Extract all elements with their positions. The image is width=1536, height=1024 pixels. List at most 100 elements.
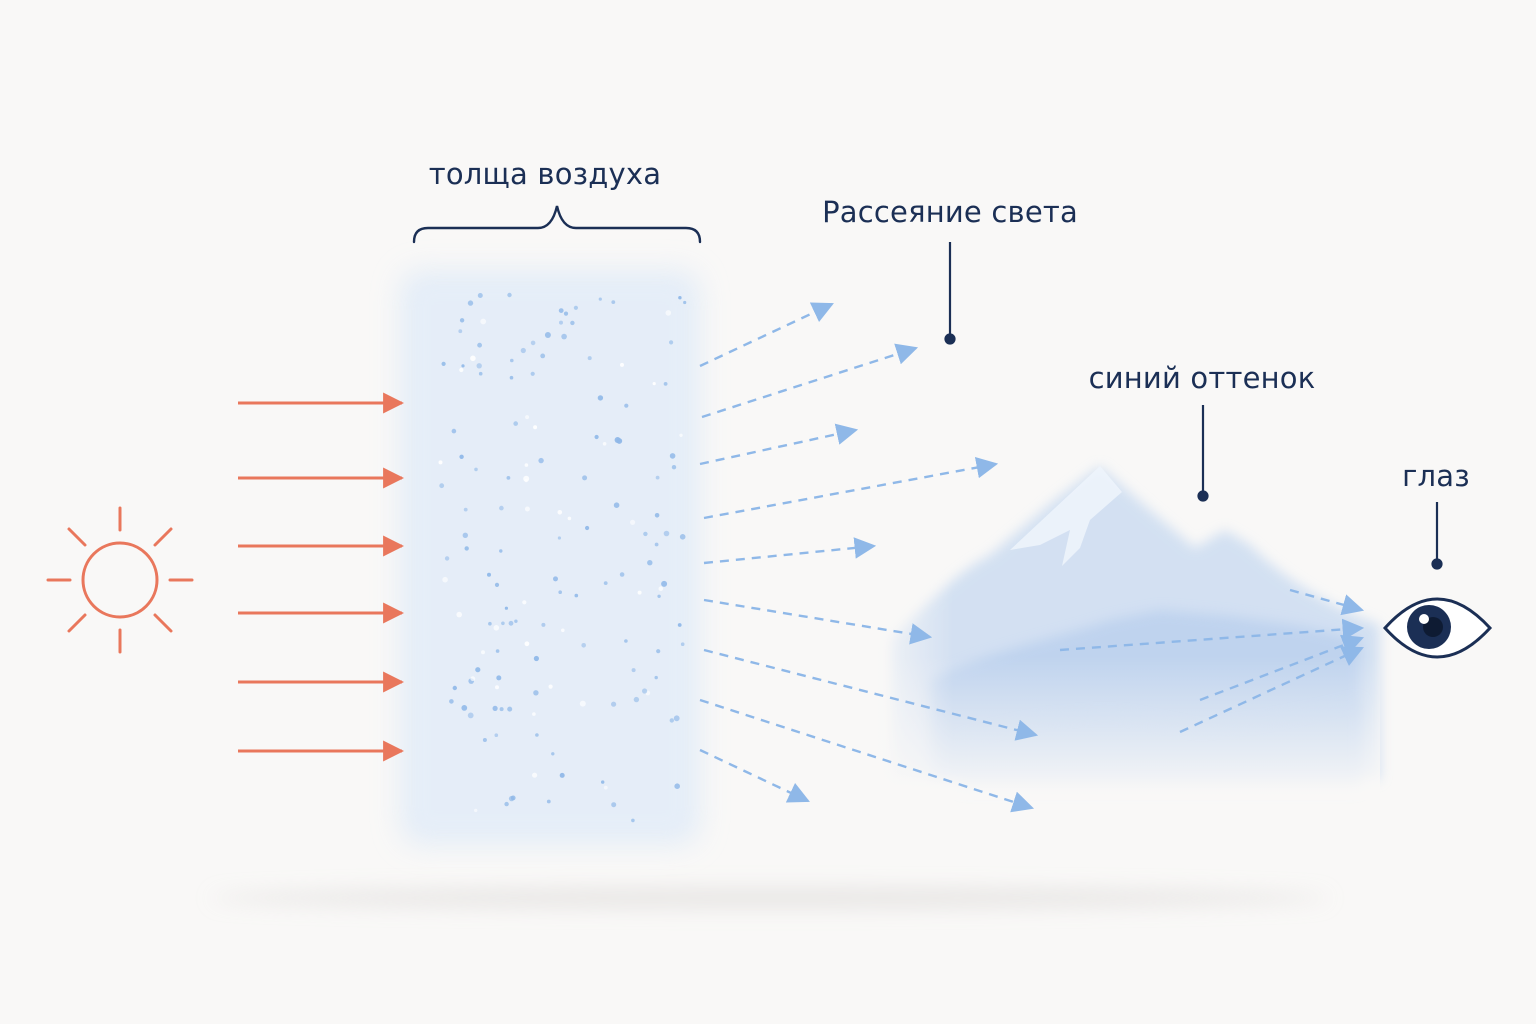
air-particle [643,531,648,537]
air-particle [679,534,686,540]
air-particle [513,421,518,426]
air-particle [514,619,518,623]
air-particle [541,622,546,627]
air-particle [652,382,656,386]
air-particle [478,371,483,376]
air-particle [647,560,653,566]
air-particle [633,696,640,703]
air-thickness-label: толща воздуха [428,157,662,191]
air-particle [504,606,508,610]
air-particle [678,296,682,300]
air-particle [494,582,500,588]
air-particle [508,795,515,802]
air-particle [557,536,562,540]
air-particle [614,437,621,443]
air-particle [444,556,450,561]
air-particle [538,457,544,464]
air-particle [532,772,538,778]
air-particle [611,701,617,707]
air-particle [533,690,539,696]
air-particle [665,310,672,316]
air-particle [570,320,575,326]
air-thickness-bracket [412,205,702,244]
air-particle [507,292,512,298]
air-particle [602,442,607,446]
air-particle [499,505,504,511]
air-particle [524,641,530,647]
air-particle [451,428,457,434]
air-particle [439,483,445,489]
air-particle [598,297,602,301]
eye-icon [1382,597,1493,659]
air-particle [476,363,482,369]
air-particle [559,320,563,325]
air-particle [654,675,658,680]
scatter-leader-dot [944,333,956,345]
air-particle [561,333,567,340]
scattered-light-rays [699,302,1365,813]
blue-tint-label: синий оттенок [1088,361,1316,395]
air-particle [654,542,659,547]
air-particle [524,463,529,467]
scattered-ray [699,302,834,368]
air-particle [459,454,464,459]
air-particle [674,783,680,789]
air-particle [597,395,604,401]
air-particle [611,300,616,304]
air-particle [663,530,670,537]
air-particle [533,425,538,430]
air-particle [683,300,687,305]
air-particle [525,415,530,420]
air-particle [510,358,514,363]
air-particle [611,802,617,808]
air-particle [642,688,648,694]
scattered-ray [699,698,1035,813]
eye-leader-dot [1431,558,1443,570]
air-particle [673,715,680,722]
air-particle [470,676,476,682]
scattered-ray [699,423,859,466]
air-particle [438,460,443,465]
air-particle [594,434,599,440]
scattered-ray [703,537,877,565]
leader-lines [944,242,1443,570]
air-particle [495,685,499,690]
air-particle [499,707,504,712]
air-column [400,270,700,845]
air-particle [581,643,586,648]
scattered-ray-to-eye [1059,618,1365,652]
air-particle [501,621,505,626]
air-particle [506,476,511,480]
air-particle [540,353,546,359]
air-particle [477,293,483,298]
air-particle [574,593,579,598]
air-particle [658,586,664,591]
air-particle [475,667,481,673]
light-scattering-label: Рассеяние света [822,195,1078,229]
air-particle [544,332,551,338]
air-particle [558,590,562,594]
air-particle [563,311,569,316]
air-particle [657,594,661,598]
air-particle [546,799,551,804]
air-particle [494,733,499,737]
air-particle [557,510,563,515]
air-particle [558,308,564,313]
air-particle [462,532,468,538]
air-particle [532,712,536,716]
air-particle [548,684,553,689]
air-particle [680,642,685,646]
air-particle [637,590,642,595]
air-particle [467,300,474,306]
air-particle [474,808,478,813]
air-particle [459,318,465,323]
air-particle [669,340,674,345]
air-particle [585,525,590,531]
air-particle [561,628,565,633]
air-particle [582,475,588,481]
air-particle [482,738,487,742]
air-particle [553,576,558,582]
air-particle [487,572,491,577]
air-particle [551,752,555,756]
air-particle [631,668,636,673]
